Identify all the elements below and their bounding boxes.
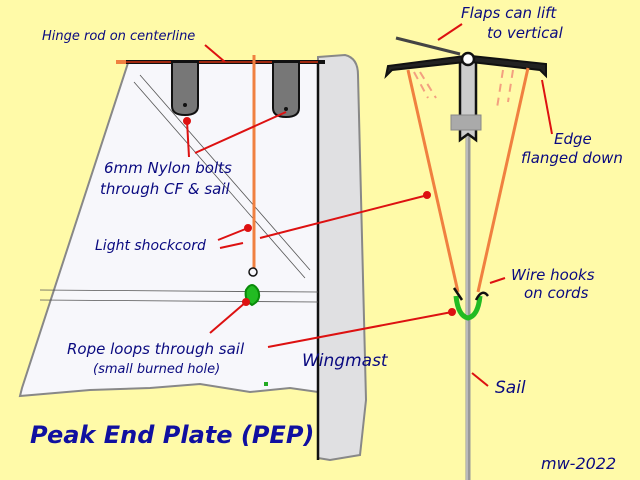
hinge-pin bbox=[460, 51, 476, 67]
label-wire-hooks-2: on cords bbox=[524, 284, 589, 302]
wingmast-side-view bbox=[317, 53, 368, 462]
cf-bracket-right bbox=[272, 61, 300, 119]
green-mark bbox=[264, 382, 268, 386]
label-nylon-bolts-1: 6mm Nylon bolts bbox=[104, 159, 232, 177]
diagram-title: Peak End Plate (PEP) bbox=[30, 421, 315, 449]
sail-seam bbox=[133, 81, 306, 279]
label-flaps-2: to vertical bbox=[487, 24, 563, 42]
label-rope-loops-1: Rope loops through sail bbox=[67, 340, 245, 358]
rope-loop-end-view bbox=[453, 295, 483, 321]
label-hinge-rod: Hinge rod on centerline bbox=[42, 29, 196, 44]
label-wire-hooks-1: Wire hooks bbox=[511, 266, 595, 284]
sail-seam bbox=[39, 289, 319, 293]
cf-bracket-left bbox=[171, 61, 199, 117]
wire-hook-side bbox=[248, 267, 258, 277]
wire-hooks-end-view bbox=[452, 287, 489, 301]
signature: mw-2022 bbox=[541, 454, 617, 473]
label-rope-loops-2: (small burned hole) bbox=[93, 362, 221, 377]
label-sail: Sail bbox=[495, 378, 526, 398]
bolt-right bbox=[284, 107, 288, 111]
label-wingmast: Wingmast bbox=[302, 351, 388, 371]
cords-end-view bbox=[406, 67, 530, 293]
bolt-left bbox=[183, 103, 187, 107]
mast-clamp bbox=[450, 114, 482, 131]
label-nylon-bolts-2: through CF & sail bbox=[100, 180, 230, 198]
label-edge-1: Edge bbox=[554, 130, 592, 148]
end-plate bbox=[384, 55, 547, 80]
label-edge-2: flanged down bbox=[521, 149, 623, 167]
sail-seam bbox=[39, 299, 319, 303]
label-flaps-1: Flaps can lift bbox=[461, 4, 557, 22]
sail-seam bbox=[139, 74, 311, 271]
leader-lines-left bbox=[183, 44, 456, 348]
flap-cords-dashed bbox=[413, 69, 514, 109]
leader-lines-right bbox=[437, 23, 553, 387]
flap-lifted bbox=[395, 36, 461, 56]
label-shockcord: Light shockcord bbox=[95, 238, 206, 254]
